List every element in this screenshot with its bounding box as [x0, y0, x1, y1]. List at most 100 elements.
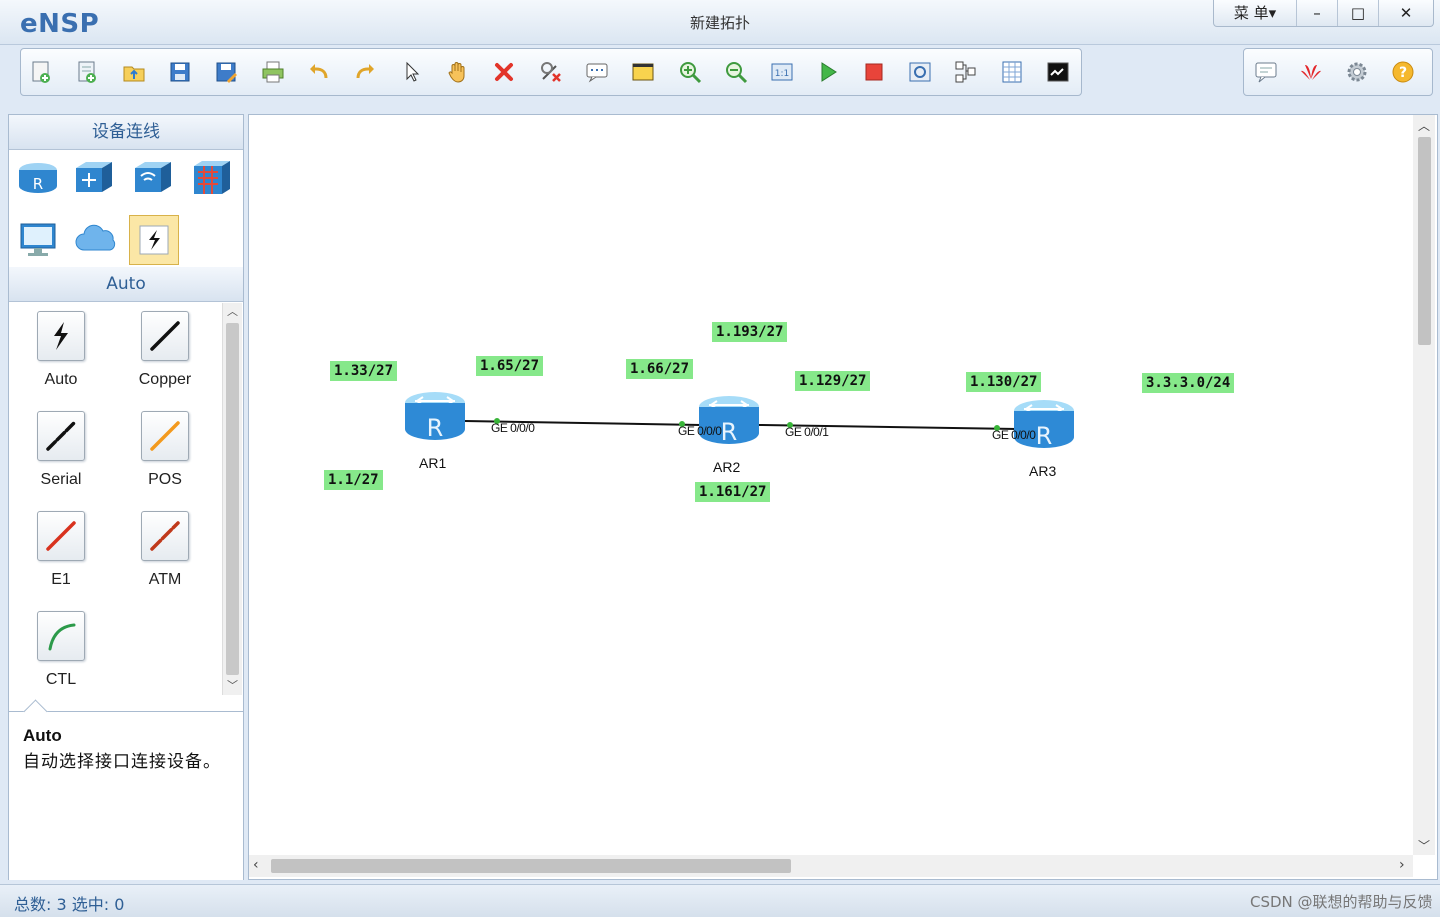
- svg-text:R: R: [1036, 422, 1053, 450]
- cable-item-e1[interactable]: E1: [9, 511, 113, 611]
- cable-label: Auto: [44, 371, 78, 388]
- cable-item-auto[interactable]: Auto: [9, 311, 113, 411]
- topology-icon[interactable]: [952, 58, 980, 86]
- ip-label[interactable]: 1.193/27: [712, 322, 788, 342]
- cli-icon[interactable]: [1044, 58, 1072, 86]
- wlan-category-icon[interactable]: [130, 155, 176, 201]
- capture-icon[interactable]: [906, 58, 934, 86]
- scroll-up-icon[interactable]: ︿: [227, 305, 238, 318]
- redo-icon[interactable]: [351, 58, 379, 86]
- router-name: AR3: [1029, 463, 1057, 479]
- right-toolbar: ?: [1243, 48, 1433, 96]
- ip-label[interactable]: 3.3.3.0/24: [1142, 373, 1235, 393]
- undo-icon[interactable]: [305, 58, 333, 86]
- ip-label[interactable]: 1.1/27: [324, 470, 383, 490]
- canvas-vertical-scrollbar[interactable]: ︿ ﹀: [1413, 115, 1435, 855]
- menu-button[interactable]: 菜 单▾: [1233, 4, 1277, 22]
- title-bar: eNSP 新建拓扑 菜 单▾ – □ ✕: [0, 0, 1440, 45]
- scroll-down-icon[interactable]: ﹀: [1417, 839, 1430, 853]
- shape-icon[interactable]: [629, 58, 657, 86]
- vertical-scrollbar-thumb[interactable]: [1418, 137, 1431, 345]
- pan-hand-icon[interactable]: [444, 58, 472, 86]
- switch-category-icon[interactable]: [71, 155, 117, 201]
- svg-text:?: ?: [1399, 65, 1407, 81]
- atm-cable-icon: [150, 521, 180, 551]
- cable-item-ctl[interactable]: CTL: [9, 611, 113, 711]
- text-note-icon[interactable]: [583, 58, 611, 86]
- cable-label: E1: [51, 571, 71, 588]
- pos-cable-icon: [150, 421, 180, 451]
- chat-icon[interactable]: [1252, 58, 1280, 86]
- scroll-down-icon[interactable]: ﹀: [227, 679, 238, 692]
- save-icon[interactable]: [166, 58, 194, 86]
- save-as-icon[interactable]: [212, 58, 240, 86]
- cloud-category-icon[interactable]: [73, 217, 119, 263]
- new-lab-icon[interactable]: [73, 58, 101, 86]
- zoom-out-icon[interactable]: [722, 58, 750, 86]
- e1-cable-icon: [46, 521, 76, 551]
- maximize-button[interactable]: □: [1337, 0, 1378, 26]
- scroll-right-icon[interactable]: ›: [1399, 857, 1405, 873]
- minimize-button[interactable]: –: [1296, 0, 1337, 26]
- new-topology-icon[interactable]: [27, 58, 55, 86]
- port-dot: [679, 421, 685, 427]
- huawei-icon[interactable]: [1297, 58, 1325, 86]
- grid-icon[interactable]: [998, 58, 1026, 86]
- cable-list: Auto Copper Serial POS E1 ATM CTL: [9, 303, 221, 699]
- watermark-text: CSDN @联想的帮助与反馈: [1250, 893, 1433, 911]
- auto-cable-icon: [54, 322, 68, 350]
- cable-item-serial[interactable]: Serial: [9, 411, 113, 511]
- zoom-in-icon[interactable]: [676, 58, 704, 86]
- app-logo: eNSP: [20, 9, 100, 39]
- scroll-left-icon[interactable]: ‹: [253, 857, 259, 873]
- ip-label[interactable]: 1.66/27: [626, 359, 694, 379]
- fit-view-icon[interactable]: 1:1: [768, 58, 796, 86]
- cable-item-pos[interactable]: POS: [113, 411, 217, 511]
- port-label: GE 0/0/0: [491, 421, 535, 435]
- cable-label: Serial: [40, 471, 82, 488]
- panel-header: 设备连线: [9, 115, 243, 150]
- router-name: AR1: [419, 455, 447, 471]
- router-name: AR2: [713, 459, 741, 475]
- cable-label: CTL: [45, 671, 77, 688]
- status-bar: 总数: 3 选中: 0 CSDN @联想的帮助与反馈: [0, 884, 1440, 917]
- delete-icon[interactable]: [490, 58, 518, 86]
- router-category-icon[interactable]: R: [15, 155, 61, 201]
- close-button[interactable]: ✕: [1378, 0, 1433, 26]
- link-ar1-ar2[interactable]: [464, 420, 702, 426]
- cable-item-copper[interactable]: Copper: [113, 311, 217, 411]
- links-layer: [464, 420, 1018, 430]
- router-ar1-icon[interactable]: R: [403, 389, 467, 449]
- canvas-horizontal-scrollbar[interactable]: ‹ ›: [249, 855, 1413, 877]
- ip-label[interactable]: 1.65/27: [476, 356, 544, 376]
- link-ar2-ar3[interactable]: [758, 424, 1018, 430]
- ip-label[interactable]: 1.33/27: [330, 361, 398, 381]
- ip-label[interactable]: 1.130/27: [966, 372, 1042, 392]
- ip-label[interactable]: 1.161/27: [695, 482, 771, 502]
- scroll-up-icon[interactable]: ︿: [1417, 119, 1430, 133]
- select-icon[interactable]: [398, 58, 426, 86]
- pc-category-icon[interactable]: [15, 217, 61, 263]
- horizontal-scrollbar-thumb[interactable]: [271, 859, 791, 873]
- cable-label: POS: [148, 471, 182, 488]
- settings-icon[interactable]: [1343, 58, 1371, 86]
- port-dot: [787, 422, 793, 428]
- cable-category-icon[interactable]: [129, 215, 179, 265]
- router-ar3-icon[interactable]: R: [1012, 397, 1076, 457]
- scrollbar-thumb[interactable]: [226, 323, 239, 675]
- delete-link-icon[interactable]: [537, 58, 565, 86]
- topology-canvas[interactable]: R AR1 R AR2 R AR3 GE 0/0/0 GE 0/0/0 GE 0…: [248, 114, 1438, 880]
- print-icon[interactable]: [259, 58, 287, 86]
- cable-list-scrollbar[interactable]: ︿ ﹀: [222, 303, 242, 695]
- router-ar2-icon[interactable]: R: [697, 393, 761, 453]
- open-icon[interactable]: [120, 58, 148, 86]
- cable-item-atm[interactable]: ATM: [113, 511, 217, 611]
- svg-text:R: R: [721, 418, 738, 446]
- help-icon[interactable]: ?: [1389, 58, 1417, 86]
- start-devices-icon[interactable]: [814, 58, 842, 86]
- firewall-category-icon[interactable]: [189, 155, 235, 201]
- copper-cable-icon: [150, 321, 180, 351]
- ip-label[interactable]: 1.129/27: [795, 371, 871, 391]
- stop-devices-icon[interactable]: [860, 58, 888, 86]
- cable-subheader: Auto: [9, 267, 243, 302]
